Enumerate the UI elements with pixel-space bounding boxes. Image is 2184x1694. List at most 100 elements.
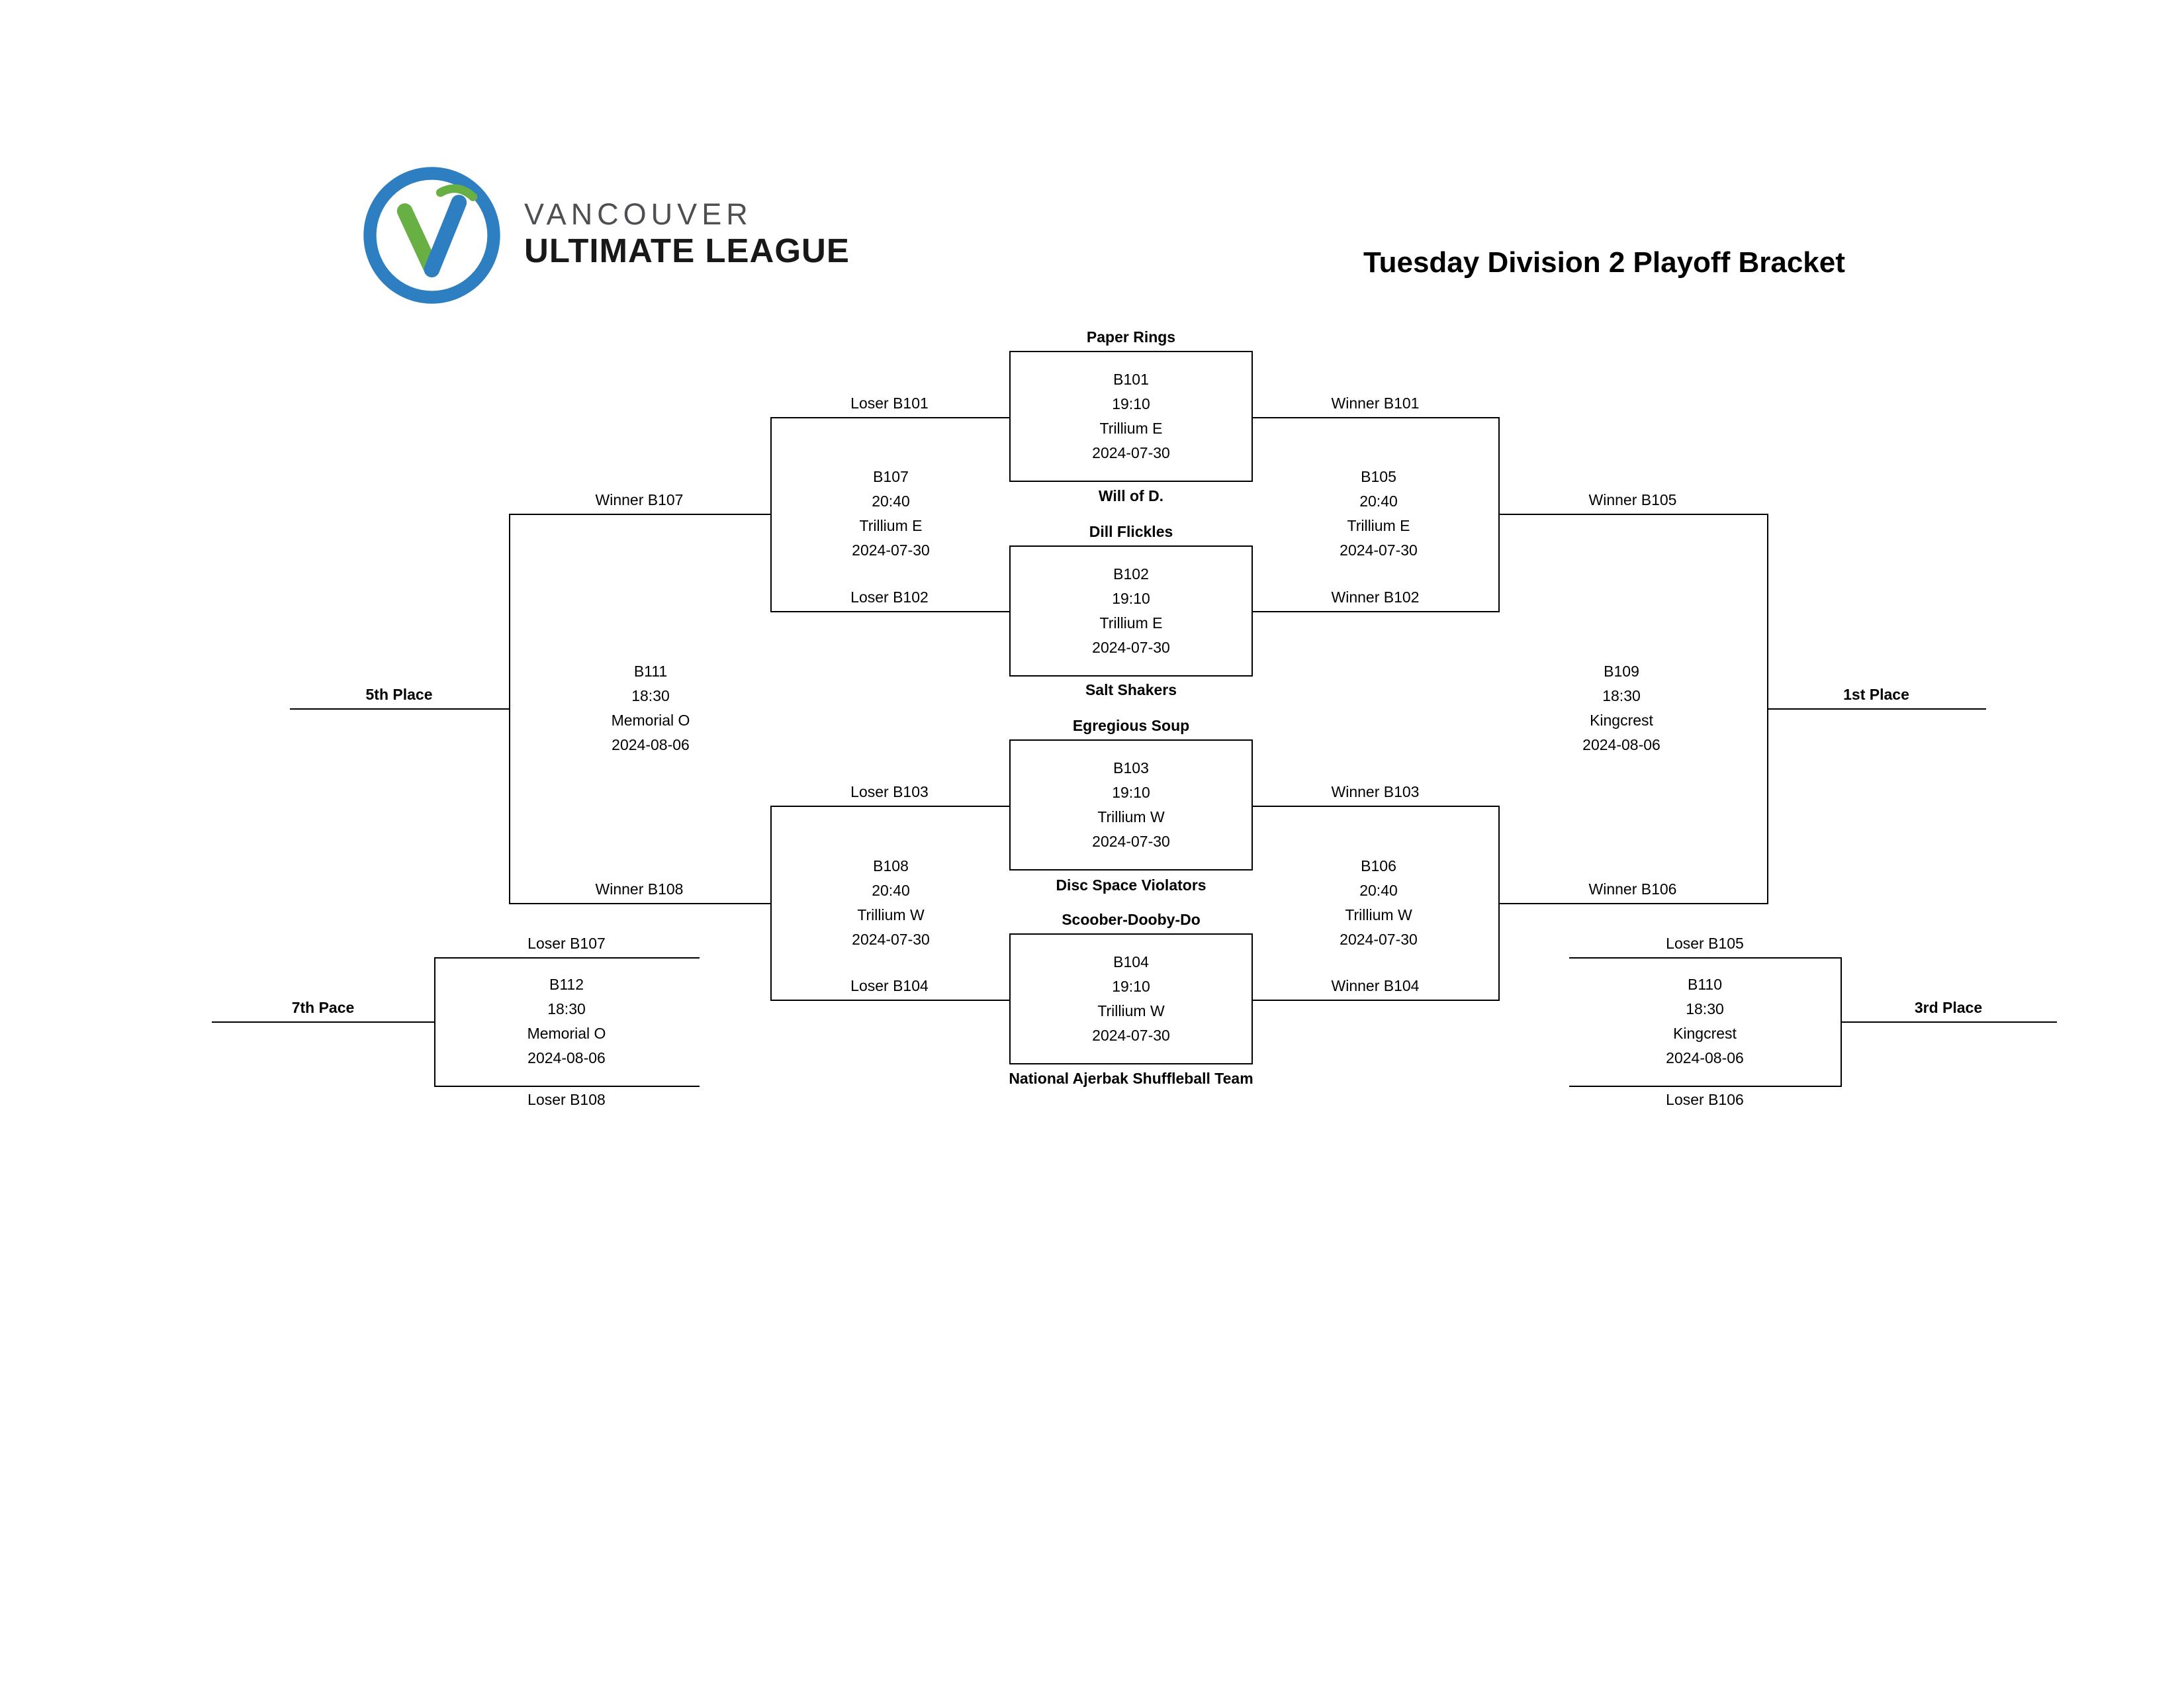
connector-line-b112-out — [212, 1021, 434, 1023]
game-venue: Memorial O — [611, 712, 690, 729]
game-venue: Trillium W — [857, 906, 925, 923]
game-time: 19:10 — [1112, 784, 1150, 801]
game-time: 19:10 — [1112, 395, 1150, 412]
game-date: 2024-07-30 — [1092, 1027, 1170, 1044]
team-label-b102-top: Dill Flickles — [1089, 523, 1173, 540]
advance-label-b106-top: Winner B103 — [1331, 783, 1420, 800]
game-block-b108: B108 20:40 Trillium W 2024-07-30 — [778, 857, 1003, 949]
game-block-b110: B110 18:30 Kingcrest 2024-08-06 — [1592, 976, 1817, 1067]
team-label-b104-top: Scoober-Dooby-Do — [1062, 911, 1201, 928]
team-label-b103-bottom: Disc Space Violators — [1056, 876, 1206, 894]
game-date: 2024-07-30 — [1340, 931, 1418, 948]
game-time: 19:10 — [1112, 590, 1150, 607]
place-label-5th: 5th Place — [365, 686, 433, 703]
game-id: B112 — [549, 976, 584, 993]
connector-line-b108-out — [509, 903, 770, 904]
connector-line-b107-top-in — [770, 417, 1009, 418]
game-venue: Trillium W — [1345, 906, 1412, 923]
advance-label-b105-bottom: Winner B102 — [1331, 588, 1420, 606]
game-box-b102: B102 19:10 Trillium E 2024-07-30 — [1009, 545, 1253, 677]
team-label-b103-top: Egregious Soup — [1072, 717, 1190, 734]
game-id: B104 — [1113, 953, 1149, 970]
game-date: 2024-07-30 — [1092, 444, 1170, 461]
advance-label-b112-bottom: Loser B108 — [527, 1091, 606, 1108]
game-time: 20:40 — [1359, 882, 1398, 899]
game-block-b111: B111 18:30 Memorial O 2024-08-06 — [538, 663, 763, 754]
game-venue: Trillium E — [1099, 614, 1163, 632]
advance-label-b110-top: Loser B105 — [1666, 935, 1744, 952]
connector-line-b110-top-in — [1569, 957, 1841, 959]
connector-line-b108-vertical — [770, 806, 772, 1001]
game-venue: Trillium W — [1097, 1002, 1165, 1019]
game-id: B109 — [1604, 663, 1639, 680]
team-label-b101-top: Paper Rings — [1086, 328, 1176, 346]
connector-line-b105-out — [1498, 514, 1767, 515]
connector-line-b112-top-in — [434, 957, 700, 959]
connector-line-b109-out — [1767, 708, 1986, 710]
brand-line2: ULTIMATE LEAGUE — [524, 232, 850, 269]
connector-line-b106-bottom-in — [1253, 1000, 1498, 1001]
game-id: B106 — [1361, 857, 1396, 874]
advance-label-b106-out: Winner B106 — [1588, 880, 1677, 898]
game-time: 18:30 — [1602, 687, 1641, 704]
connector-line-b111-out — [290, 708, 509, 710]
game-date: 2024-07-30 — [1092, 833, 1170, 850]
advance-label-b108-top: Loser B103 — [850, 783, 929, 800]
game-block-b106: B106 20:40 Trillium W 2024-07-30 — [1266, 857, 1491, 949]
game-venue: Kingcrest — [1590, 712, 1653, 729]
connector-line-b112-bottom-in — [434, 1086, 700, 1087]
game-time: 20:40 — [1359, 493, 1398, 510]
team-label-b104-bottom: National Ajerbak Shuffleball Team — [1009, 1070, 1253, 1087]
place-label-3rd: 3rd Place — [1914, 999, 1983, 1016]
game-id: B103 — [1113, 759, 1149, 776]
game-time: 20:40 — [872, 882, 910, 899]
game-venue: Trillium E — [1347, 517, 1410, 534]
connector-line-b106-out — [1498, 903, 1767, 904]
advance-label-b105-top: Winner B101 — [1331, 395, 1420, 412]
game-time: 18:30 — [631, 687, 670, 704]
advance-label-b106-bottom: Winner B104 — [1331, 977, 1420, 994]
advance-label-b110-bottom: Loser B106 — [1666, 1091, 1744, 1108]
connector-line-b111-vertical — [509, 514, 510, 904]
game-id: B107 — [873, 468, 909, 485]
game-box-b104: B104 19:10 Trillium W 2024-07-30 — [1009, 933, 1253, 1064]
connector-line-b105-top-in — [1253, 417, 1498, 418]
advance-label-b105-out: Winner B105 — [1588, 491, 1677, 508]
game-box-b103: B103 19:10 Trillium W 2024-07-30 — [1009, 739, 1253, 871]
game-box-b101: B101 19:10 Trillium E 2024-07-30 — [1009, 351, 1253, 482]
game-time: 20:40 — [872, 493, 910, 510]
game-id: B102 — [1113, 565, 1149, 583]
connector-line-b110-bottom-in — [1569, 1086, 1841, 1087]
game-time: 19:10 — [1112, 978, 1150, 995]
game-venue: Memorial O — [527, 1025, 606, 1042]
advance-label-b108-out: Winner B108 — [595, 880, 684, 898]
game-date: 2024-08-06 — [612, 736, 690, 753]
game-id: B111 — [633, 663, 668, 680]
game-block-b109: B109 18:30 Kingcrest 2024-08-06 — [1509, 663, 1734, 754]
game-block-b105: B105 20:40 Trillium E 2024-07-30 — [1266, 468, 1491, 559]
place-label-7th: 7th Pace — [291, 999, 355, 1016]
connector-line-b106-top-in — [1253, 806, 1498, 807]
game-id: B105 — [1361, 468, 1396, 485]
vul-logo-icon — [361, 164, 503, 306]
brand-wordmark: VANCOUVER ULTIMATE LEAGUE — [524, 197, 850, 270]
page-title: Tuesday Division 2 Playoff Bracket — [1363, 246, 1845, 279]
team-label-b101-bottom: Will of D. — [1098, 487, 1164, 504]
game-date: 2024-07-30 — [852, 931, 930, 948]
game-time: 18:30 — [1686, 1000, 1724, 1017]
connector-line-b108-bottom-in — [770, 1000, 1009, 1001]
connector-line-b107-bottom-in — [770, 611, 1009, 612]
game-date: 2024-08-06 — [1666, 1049, 1744, 1066]
game-venue: Trillium E — [859, 517, 923, 534]
connector-line-b107-out — [509, 514, 770, 515]
game-date: 2024-08-06 — [1582, 736, 1661, 753]
game-date: 2024-07-30 — [1340, 541, 1418, 559]
game-venue: Trillium W — [1097, 808, 1165, 825]
game-block-b107: B107 20:40 Trillium E 2024-07-30 — [778, 468, 1003, 559]
game-venue: Trillium E — [1099, 420, 1163, 437]
advance-label-b107-out: Winner B107 — [595, 491, 684, 508]
brand-line1: VANCOUVER — [524, 197, 752, 231]
connector-line-b112-vertical — [434, 957, 435, 1087]
connector-line-b107-vertical — [770, 417, 772, 612]
